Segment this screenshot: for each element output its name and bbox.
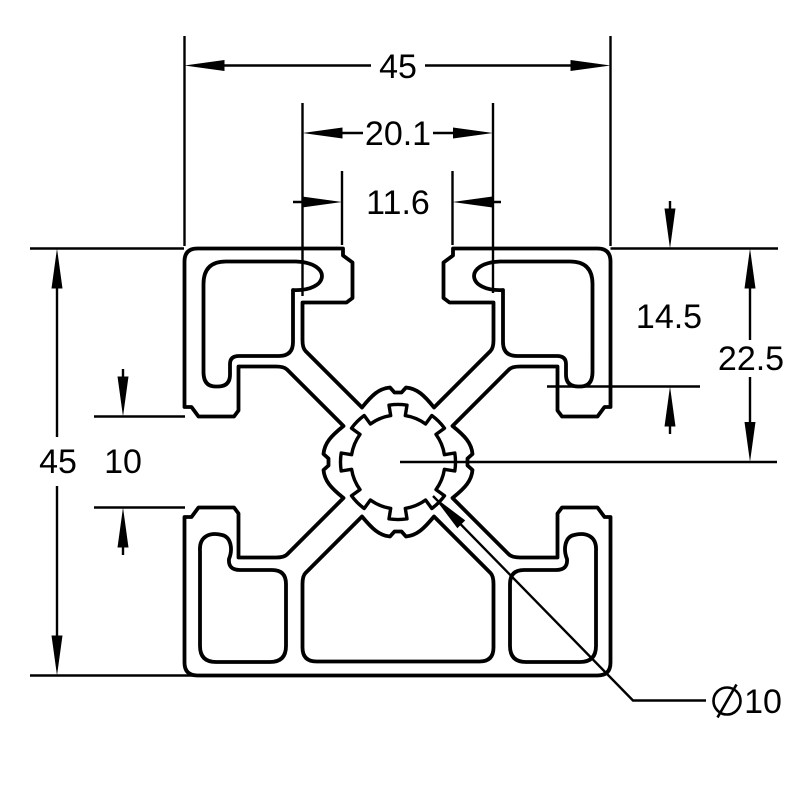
- arrow-up-icon: [664, 386, 676, 427]
- dimension-overall-width: 45: [183, 36, 612, 246]
- dimension-value: 45: [379, 48, 417, 86]
- arrow-down-icon: [117, 376, 129, 417]
- arrow-leader-icon: [433, 496, 466, 529]
- reference-lines: [547, 201, 778, 434]
- arrow-down-icon: [744, 422, 756, 462]
- dimension-overall-height: 45: [30, 247, 198, 677]
- arrow-inward-right-icon: [452, 196, 493, 208]
- dimension-value: 10: [744, 683, 782, 721]
- extension-lines: [30, 247, 198, 677]
- arrow-right-icon: [453, 127, 493, 139]
- dimension-slot-opening-side: 10: [94, 369, 185, 555]
- arrow-up-icon: [117, 507, 129, 548]
- arrow-left-icon: [184, 60, 225, 71]
- dimension-bore-diameter: 10: [432, 495, 782, 721]
- dimension-value: 22.5: [718, 340, 784, 378]
- diameter-symbol: [712, 683, 742, 719]
- arrow-left-icon: [302, 127, 343, 139]
- arrow-right-icon: [570, 60, 611, 71]
- extension-lines: [293, 171, 501, 245]
- profile-outer-contour: [182, 246, 613, 678]
- arrow-down-icon: [664, 208, 676, 249]
- dimension-value: 45: [39, 443, 77, 481]
- arrow-down-icon: [51, 635, 63, 676]
- reference-lines: [94, 369, 185, 555]
- cavity-bottom-center: [300, 514, 496, 664]
- dimension-value: 10: [104, 443, 142, 481]
- dimension-value: 14.5: [636, 298, 702, 336]
- leader-line: [432, 495, 706, 702]
- dimension-center-distance: 22.5: [400, 248, 784, 464]
- cavity-bottom-left: [198, 532, 288, 664]
- center-line: [400, 288, 777, 464]
- arrow-inward-left-icon: [302, 196, 342, 208]
- cavity-top-right: [472, 259, 595, 389]
- arrow-up-icon: [744, 248, 756, 289]
- dimension-value: 20.1: [365, 115, 431, 153]
- profile-geometry: [182, 246, 613, 678]
- dimension-slot-opening-top: 11.6: [293, 171, 501, 245]
- center-bore-spline: [338, 402, 458, 522]
- dimension-value: 11.6: [366, 184, 430, 222]
- dimension-cavity-depth: 14.5: [547, 201, 778, 434]
- arrow-up-icon: [51, 248, 63, 289]
- extension-lines: [183, 36, 612, 246]
- cavity-top-left: [201, 259, 324, 389]
- cavity-bottom-right: [508, 532, 598, 664]
